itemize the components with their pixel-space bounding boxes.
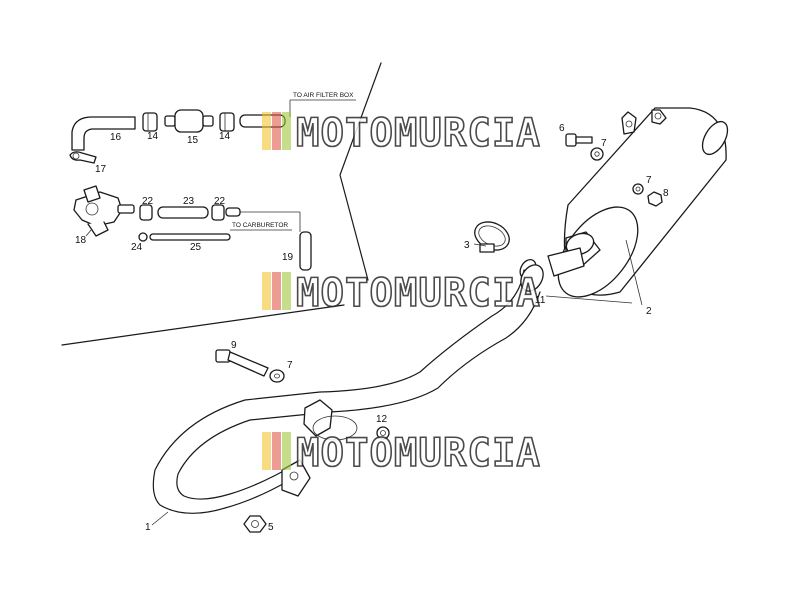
callout-14: 14	[147, 131, 159, 142]
section-divider	[61, 62, 382, 346]
callout-11: 11	[535, 295, 546, 306]
hose-end	[225, 207, 301, 232]
exhaust-spring-bracket	[303, 399, 358, 441]
watermark-logo: MOTOMURCIA	[262, 270, 541, 317]
hose-23	[157, 206, 209, 219]
clip-17	[69, 151, 97, 164]
exhaust-pipe-1	[152, 264, 544, 514]
hose-16	[71, 116, 136, 151]
clamp-3	[474, 221, 510, 253]
callout-7: 7	[601, 138, 607, 149]
callout-24: 24	[131, 242, 143, 253]
callout-25: 25	[190, 242, 202, 253]
hose-clamp-24	[138, 232, 148, 242]
callout-8: 8	[663, 188, 669, 199]
callout-1: 1	[145, 522, 151, 533]
callout-6: 6	[559, 123, 565, 134]
callout-2: 2	[646, 306, 652, 317]
hose-19	[299, 231, 312, 271]
callout-7: 7	[646, 175, 652, 186]
callout-18: 18	[75, 235, 87, 246]
hose-clamp-22-left	[139, 204, 153, 221]
callout-17: 17	[95, 164, 107, 175]
leader-lines	[85, 228, 643, 526]
note-to-carburetor: TO CARBURETOR	[232, 222, 288, 229]
callout-23: 23	[183, 196, 195, 207]
callout-9: 9	[231, 340, 237, 351]
washer-7-silencer	[632, 183, 644, 195]
hose-25	[149, 233, 231, 241]
bolt-6	[565, 133, 593, 147]
callout-16: 16	[110, 132, 122, 143]
nut-8	[647, 191, 663, 207]
hose-clamp-22-right	[211, 204, 225, 221]
note-to-air-filter-box: TO AIR FILTER BOX	[293, 92, 354, 99]
callout-12: 12	[376, 414, 388, 425]
watermark-logo: MOTOMURCIA	[262, 110, 541, 157]
watermark-logo: MOTOMURCIA	[262, 430, 541, 477]
reed-valve-15	[164, 109, 214, 133]
bolt-9	[215, 349, 269, 377]
watermark-text: MOTOMURCIA	[296, 431, 541, 476]
washer-7-pipe	[269, 369, 285, 383]
watermark-text: MOTOMURCIA	[296, 271, 541, 316]
callout-7: 7	[287, 360, 293, 371]
hose-clamp-14-right	[219, 112, 235, 132]
washer-7-top	[590, 147, 604, 161]
callout-3: 3	[464, 240, 470, 251]
gasket-12	[376, 426, 390, 440]
watermark-text: MOTOMURCIA	[296, 111, 541, 156]
callout-22: 22	[214, 196, 226, 207]
callouts: 1 2 3 5 6 7 7 7 8 9 11 12 14 14 15 16 17…	[75, 123, 669, 533]
callout-19: 19	[282, 252, 294, 263]
silencer-2	[547, 107, 729, 298]
nut-5	[243, 515, 267, 533]
callout-15: 15	[187, 135, 199, 146]
air-valve-18	[73, 185, 135, 237]
callout-5: 5	[268, 522, 274, 533]
callout-14: 14	[219, 131, 231, 142]
hose-clamp-14-left	[142, 112, 158, 132]
callout-22: 22	[142, 196, 154, 207]
